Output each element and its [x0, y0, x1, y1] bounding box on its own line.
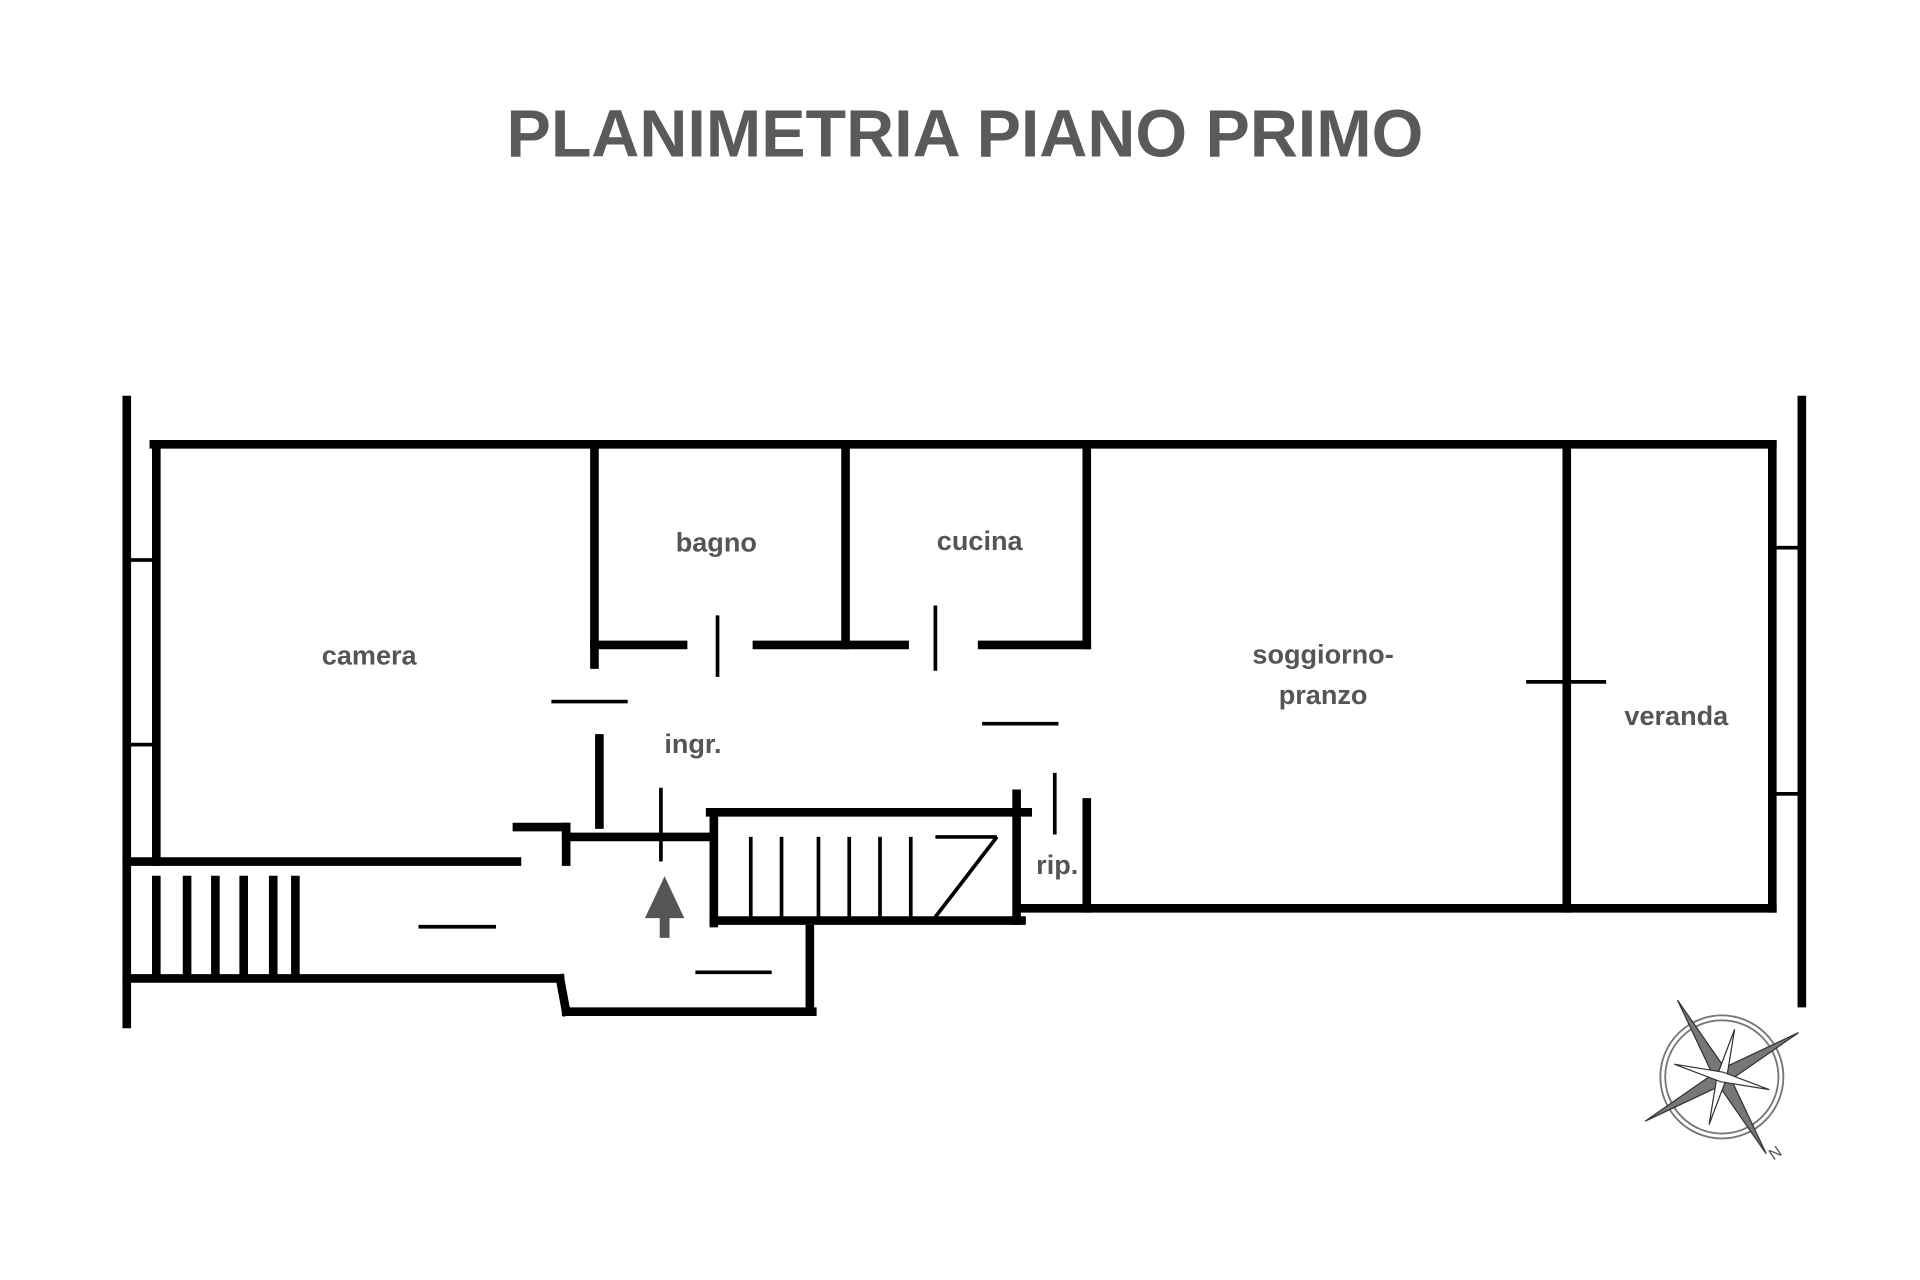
room-label-camera: camera	[322, 640, 418, 671]
compass-rose-icon: N	[1644, 999, 1799, 1164]
room-label-soggiorno: soggiorno-	[1252, 638, 1393, 669]
room-label-bagno: bagno	[676, 526, 757, 557]
plan-title: PLANIMETRIA PIANO PRIMO	[507, 97, 1424, 171]
walls	[122, 395, 1807, 1029]
room-label-pranzo: pranzo	[1279, 679, 1368, 710]
room-label-cucina: cucina	[937, 525, 1024, 556]
room-label-veranda: veranda	[1624, 700, 1729, 731]
room-label-ingresso: ingr.	[664, 728, 721, 759]
room-label-ripostiglio: rip.	[1036, 849, 1078, 880]
entrance-arrow-icon	[644, 876, 685, 938]
compass-north-label: N	[1766, 1143, 1785, 1164]
